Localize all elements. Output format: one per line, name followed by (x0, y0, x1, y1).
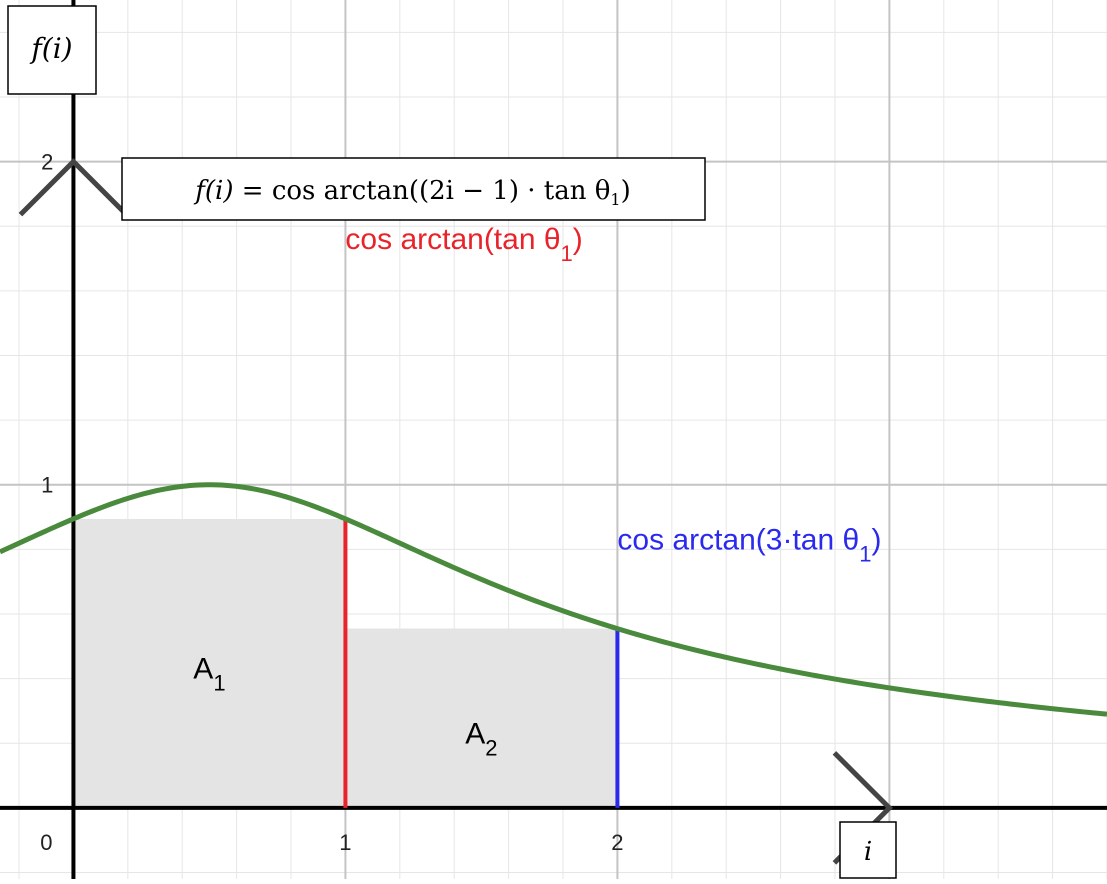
annotation-close: ) (871, 523, 881, 556)
region-label-main: A (465, 717, 485, 750)
region-label-2: A2 (465, 717, 497, 760)
annotation-text: cos arctan(3·tan θ (617, 523, 859, 556)
function-curve (0, 482, 1107, 717)
region-label-main: A (193, 653, 213, 686)
annotations: cos arctan(tan θ1)cos arctan(3·tan θ1) (345, 223, 881, 567)
formula-text: f(i) = cos arctan((2i − 1) · tan θ1) (193, 176, 630, 209)
formula-lhs: f(i) (193, 176, 233, 206)
y-axis-label: f(i) (29, 32, 72, 65)
x-axis-label: i (864, 837, 872, 867)
x-tick-label: 0 (40, 830, 52, 855)
annotation-sub: 1 (561, 241, 573, 266)
formula-rhs-sub: 1 (610, 190, 620, 209)
y-tick-label: 1 (41, 473, 53, 498)
x-label-box: i (839, 821, 897, 879)
annotation-close: ) (573, 223, 583, 256)
x-tick-label: 2 (611, 830, 623, 855)
region-label-sub: 1 (213, 671, 225, 696)
annotation-1: cos arctan(tan θ1) (345, 223, 582, 266)
region-1 (73, 518, 346, 808)
annotation-2: cos arctan(3·tan θ1) (617, 523, 881, 566)
marker-lines (343, 518, 620, 808)
region-2 (345, 628, 618, 808)
formula-box: f(i) = cos arctan((2i − 1) · tan θ1) (121, 157, 706, 221)
y-label-box: f(i) (7, 5, 97, 95)
y-axis-arrow-icon (18, 158, 129, 217)
annotation-text: cos arctan(tan θ (345, 223, 560, 256)
formula-rhs-pre: cos arctan((2i − 1) · tan θ (272, 176, 611, 206)
area-regions (73, 518, 618, 808)
formula-rhs-post: ) (621, 176, 631, 206)
region-label-1: A1 (193, 653, 225, 696)
annotation-sub: 1 (859, 541, 871, 566)
region-label-sub: 2 (485, 735, 497, 760)
y-tick-label: 2 (41, 150, 53, 175)
x-tick-label: 1 (339, 830, 351, 855)
